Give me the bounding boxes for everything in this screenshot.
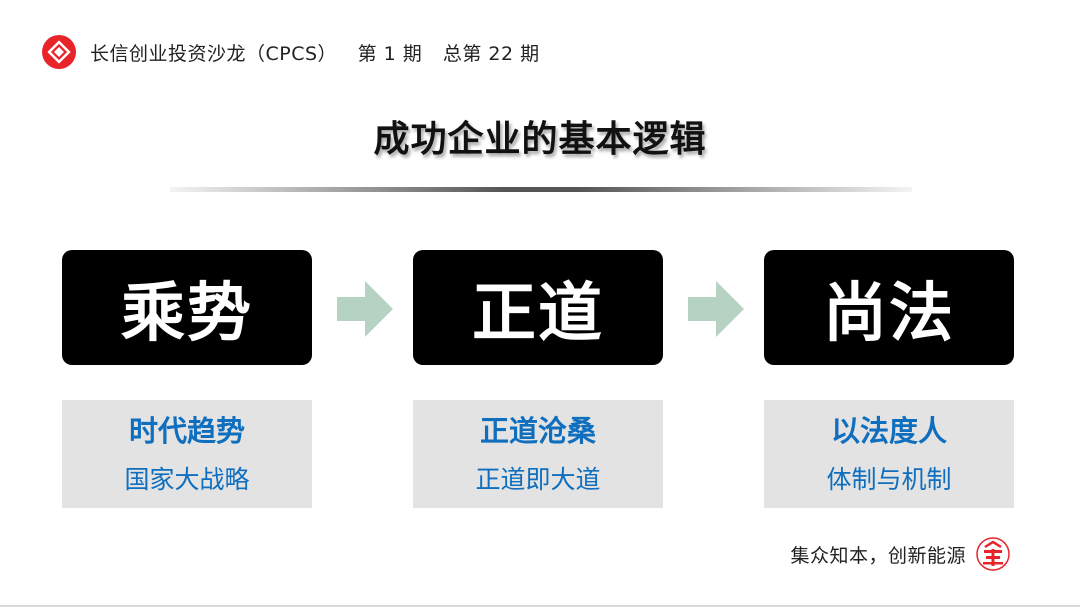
header-text: 长信创业投资沙龙（CPCS） 第 1 期 总第 22 期 [90, 39, 554, 66]
step-label: 尚法 [823, 276, 955, 351]
step-desc-3: 以法度人 体制与机制 [764, 400, 1014, 508]
footer: 集众知本，创新能源 [790, 537, 1010, 571]
step-desc-1: 时代趋势 国家大战略 [62, 400, 312, 508]
step-card-1: 乘势 [62, 250, 312, 365]
red-emblem-icon [976, 537, 1010, 571]
red-diamond-logo-icon [42, 35, 76, 69]
desc-subtitle: 体制与机制 [826, 465, 952, 494]
desc-subtitle: 国家大战略 [124, 465, 250, 494]
desc-subtitle: 正道即大道 [475, 465, 601, 494]
desc-title: 时代趋势 [128, 414, 245, 448]
page-title: 成功企业的基本逻辑 [373, 119, 707, 160]
org-name: 长信创业投资沙龙（CPCS） [90, 42, 338, 65]
right-arrow-icon [337, 281, 393, 337]
step-label: 乘势 [121, 276, 253, 351]
step-card-2: 正道 [413, 250, 663, 365]
bottom-divider [0, 605, 1080, 607]
issue-number: 第 1 期 [357, 42, 423, 65]
desc-title: 以法度人 [830, 414, 947, 448]
step-card-3: 尚法 [764, 250, 1014, 365]
right-arrow-icon [688, 281, 744, 337]
title-divider [170, 187, 912, 192]
step-desc-2: 正道沧桑 正道即大道 [413, 400, 663, 508]
desc-title: 正道沧桑 [479, 414, 596, 448]
step-label: 正道 [472, 276, 604, 351]
footer-slogan: 集众知本，创新能源 [790, 544, 966, 567]
header: 长信创业投资沙龙（CPCS） 第 1 期 总第 22 期 [42, 34, 554, 70]
total-issue-number: 总第 22 期 [442, 42, 540, 65]
